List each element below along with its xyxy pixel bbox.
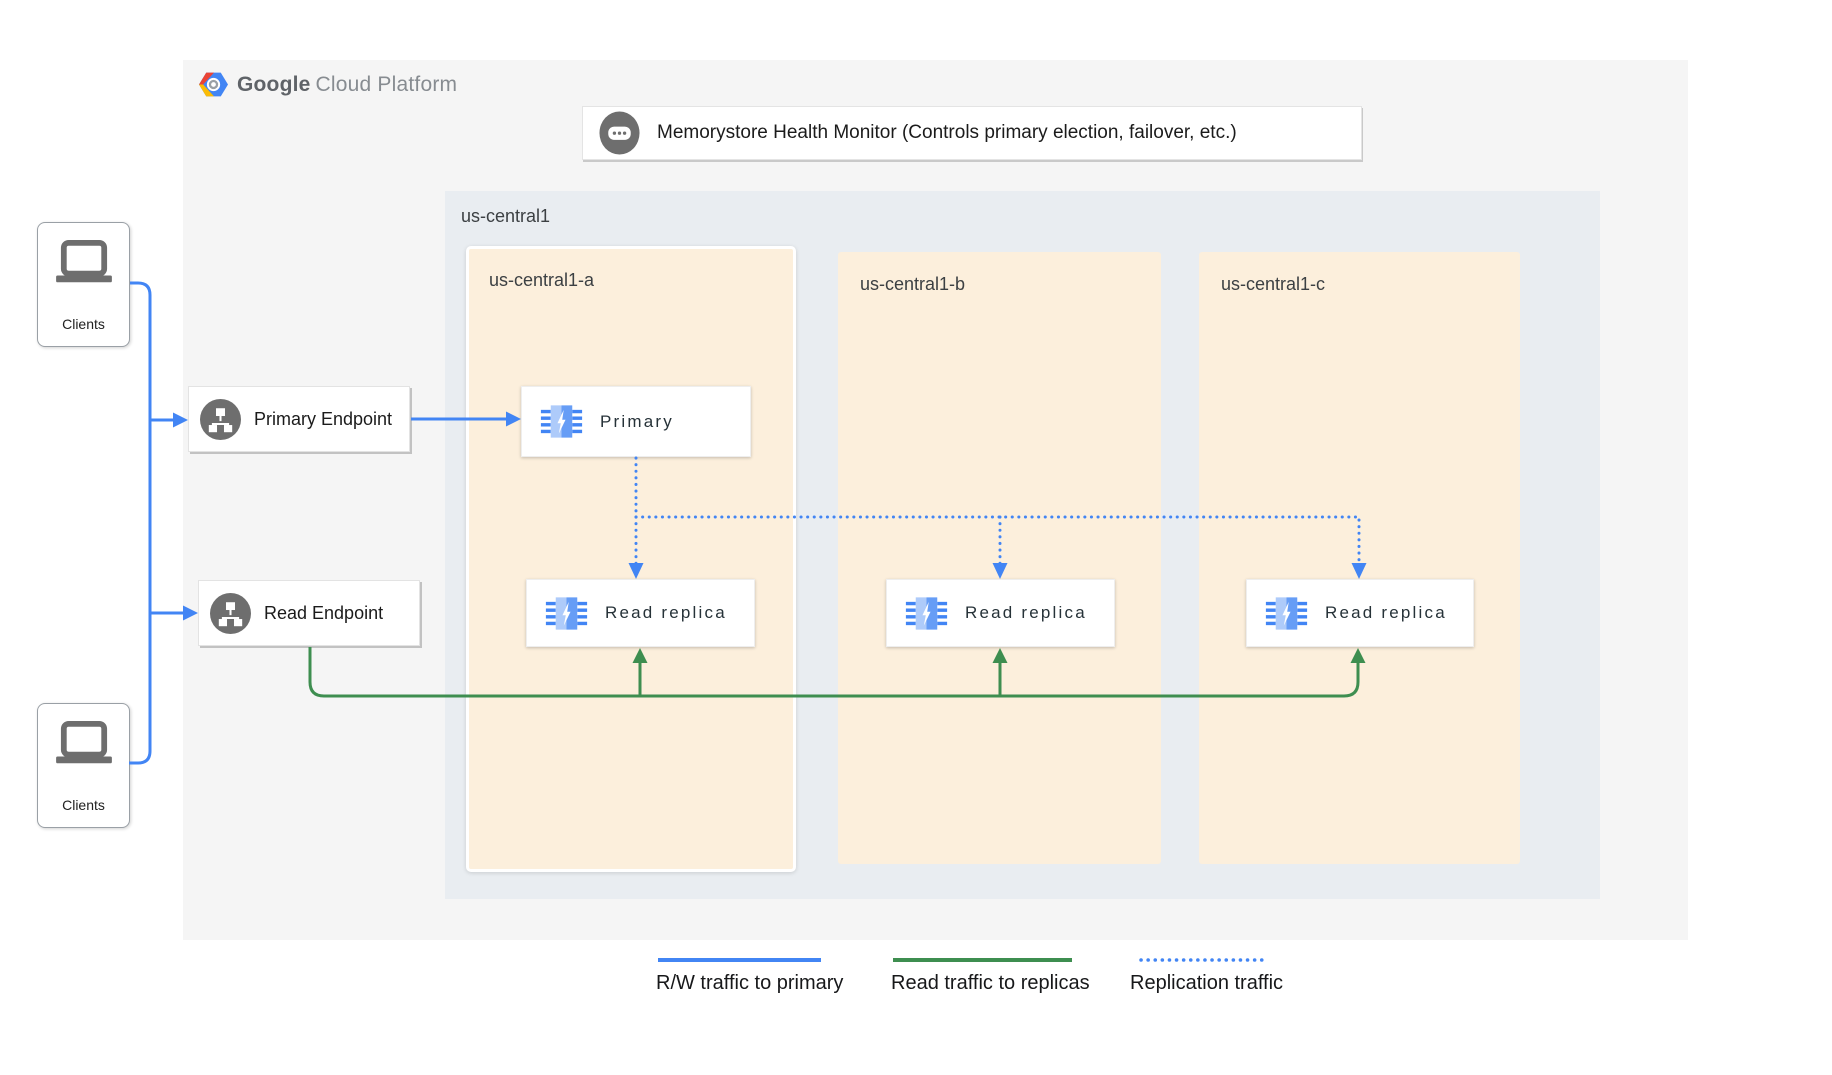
clients-box-top: Clients xyxy=(37,222,130,347)
zone-us-central1-c: us-central1-c xyxy=(1199,252,1520,864)
primary-endpoint-label: Primary Endpoint xyxy=(254,408,393,429)
read-replica-label: Read replica xyxy=(1325,603,1447,622)
read-replica-box-a: Read replica xyxy=(526,579,755,647)
zone-label: us-central1-b xyxy=(860,274,966,294)
memorystore-icon xyxy=(540,405,583,438)
brand-cloud-platform: Cloud Platform xyxy=(315,72,458,96)
region-us-central1: us-central1 us-central1-a us-central1-b … xyxy=(445,191,1600,899)
read-replica-label: Read replica xyxy=(965,603,1087,622)
zone-us-central1-b: us-central1-b xyxy=(838,252,1161,864)
clients-label: Clients xyxy=(62,316,105,332)
network-icon xyxy=(200,398,241,440)
zone-label: us-central1-c xyxy=(1221,274,1326,294)
chat-icon xyxy=(599,111,640,155)
read-endpoint-label: Read Endpoint xyxy=(264,602,384,623)
clients-trunk-line xyxy=(129,281,152,765)
primary-instance-box: Primary xyxy=(521,386,751,457)
region-label: us-central1 xyxy=(461,206,551,226)
laptop-icon xyxy=(55,720,112,764)
read-endpoint-box: Read Endpoint xyxy=(198,580,420,646)
health-monitor-label: Memorystore Health Monitor (Controls pri… xyxy=(657,122,1237,143)
legend-label-read-traffic: Read traffic to replicas xyxy=(891,972,1090,994)
memorystore-icon xyxy=(905,596,948,630)
read-replica-box-b: Read replica xyxy=(886,579,1115,647)
primary-instance-label: Primary xyxy=(600,411,674,431)
gcp-hexagon-icon xyxy=(199,72,228,97)
read-replica-label: Read replica xyxy=(605,603,727,622)
clients-box-bottom: Clients xyxy=(37,703,130,828)
network-icon xyxy=(210,592,251,634)
clients-label: Clients xyxy=(62,797,105,813)
laptop-icon xyxy=(55,239,112,283)
legend-label-rw-traffic: R/W traffic to primary xyxy=(656,972,844,994)
read-replica-box-c: Read replica xyxy=(1246,579,1474,647)
zone-label: us-central1-a xyxy=(489,270,595,290)
legend-label-replication-traffic: Replication traffic xyxy=(1130,972,1284,994)
health-monitor-box: Memorystore Health Monitor (Controls pri… xyxy=(582,106,1362,160)
zone-us-central1-a: us-central1-a xyxy=(466,246,796,872)
memorystore-icon xyxy=(545,596,588,630)
brand-google: Google xyxy=(237,72,311,96)
primary-endpoint-box: Primary Endpoint xyxy=(188,386,410,452)
memorystore-icon xyxy=(1265,596,1308,630)
